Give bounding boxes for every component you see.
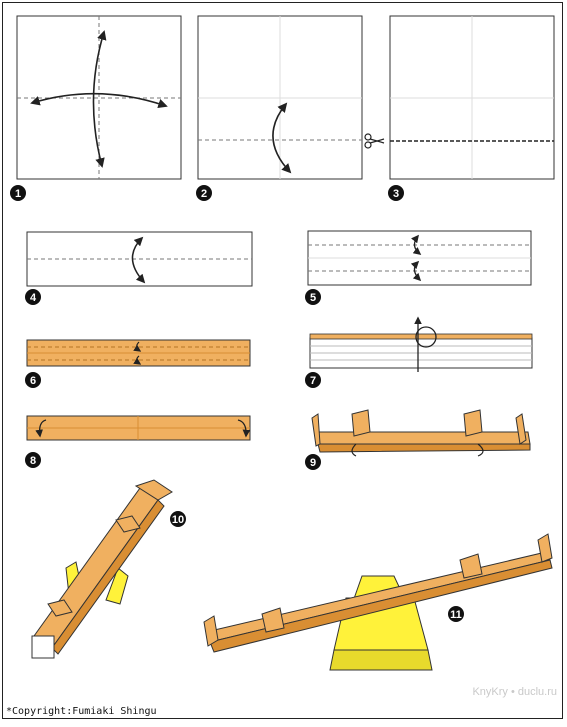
step-7-badge bbox=[305, 372, 321, 388]
step-9-number: 9 bbox=[310, 457, 316, 469]
diagram-frame bbox=[2, 2, 563, 719]
step-11-badge bbox=[448, 606, 464, 622]
step-2-badge bbox=[196, 185, 212, 201]
watermark-text: KnyKry • duclu.ru bbox=[472, 686, 557, 698]
step-4-badge bbox=[25, 289, 41, 305]
scissors-icon bbox=[364, 133, 385, 149]
step-9-panel bbox=[311, 409, 531, 457]
step-6-panel bbox=[26, 339, 251, 367]
step-10-model bbox=[31, 479, 173, 659]
step-6-badge bbox=[25, 372, 41, 388]
step-9-badge bbox=[305, 454, 321, 470]
step-4-panel bbox=[26, 231, 253, 287]
step-3-badge bbox=[388, 185, 404, 201]
step-6-number: 6 bbox=[30, 375, 36, 387]
step-11-model bbox=[203, 533, 553, 671]
step-2-number: 2 bbox=[201, 188, 207, 200]
step-4-number: 4 bbox=[30, 292, 37, 304]
step-2-panel bbox=[197, 15, 363, 180]
step-1-number: 1 bbox=[15, 188, 21, 200]
step-5-panel bbox=[307, 230, 532, 286]
step-7-number: 7 bbox=[310, 375, 316, 387]
step-7-panel bbox=[309, 316, 533, 372]
step-number-badges: 1 2 3 4 5 6 7 8 9 10 11 bbox=[10, 185, 464, 622]
copyright-notice: *Copyright:Fumiaki Shingu bbox=[6, 706, 157, 717]
step-11-number: 11 bbox=[450, 609, 462, 621]
step-8-panel bbox=[26, 415, 251, 441]
step-8-number: 8 bbox=[30, 455, 36, 467]
step-10-badge bbox=[170, 511, 186, 527]
step-5-badge bbox=[305, 289, 321, 305]
step-1-panel bbox=[16, 15, 182, 180]
step-1-badge bbox=[10, 185, 26, 201]
step-10-number: 10 bbox=[172, 514, 184, 526]
step-5-number: 5 bbox=[310, 292, 316, 304]
step-3-number: 3 bbox=[393, 188, 399, 200]
step-3-panel bbox=[389, 15, 555, 180]
step-8-badge bbox=[25, 452, 41, 468]
